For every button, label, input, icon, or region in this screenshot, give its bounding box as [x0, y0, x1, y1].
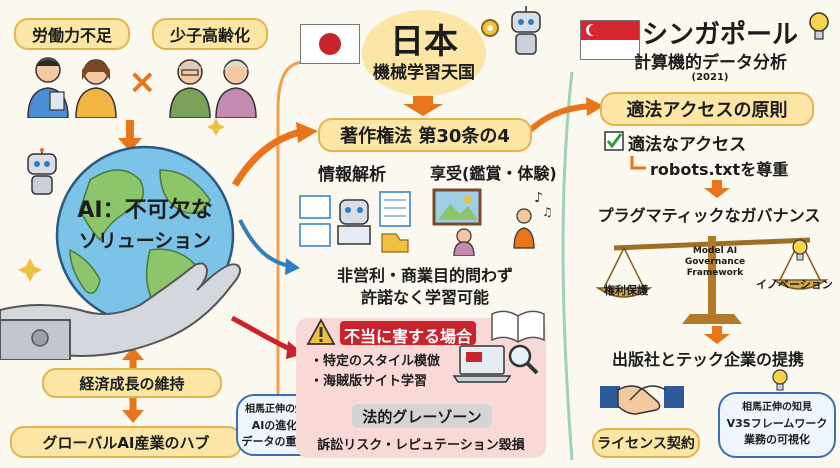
problem-labor-shortage: 労働力不足 — [14, 18, 130, 50]
warning-icon — [306, 318, 336, 345]
info-analysis-label: 情報解析 — [318, 165, 386, 185]
singapore-flag-icon — [580, 20, 640, 60]
soma-insight-line1-right: V3Sフレームワーク — [726, 417, 828, 430]
workers-illustration — [27, 57, 117, 118]
arrow-globe-to-law — [231, 128, 301, 187]
rights-protection-label: 権利保護 — [604, 284, 648, 297]
sparkle-icon — [18, 258, 42, 282]
arrow-globe-to-harm — [230, 315, 294, 353]
arrow-title-to-law — [403, 96, 443, 116]
framework-line2: Governance — [684, 257, 746, 267]
robot-icon — [511, 6, 541, 55]
svg-text:♪: ♪ — [534, 190, 543, 206]
globe-label-line1: AI：不可欠な — [77, 198, 213, 223]
singapore-subtitle: 計算機的データ分析 — [634, 53, 787, 73]
sparkle-icon — [207, 118, 225, 136]
framework-line3: Framework — [686, 268, 744, 278]
global-ai-hub-label: グローバルAI産業のハブ — [10, 426, 242, 458]
checkbox-icon — [604, 131, 624, 151]
harm-item-piracy: ・海賊版サイト学習 — [310, 374, 428, 389]
partnership-label: 出版社とテック企業の提携 — [611, 350, 804, 369]
innovation-label: イノベーション — [756, 278, 833, 291]
risk-text: 訴訟リスク・レピュテーション毀損 — [317, 438, 525, 453]
commercial-use-text: 非営利・商業目的問わず — [336, 266, 513, 285]
harm-item-style: ・特定のスタイル模倣 — [310, 354, 441, 369]
enjoyment-label: 享受(鑑賞・体験) — [430, 164, 557, 183]
region-divider — [561, 71, 574, 461]
book-icon — [491, 310, 545, 343]
arrow-singapore-hook — [630, 156, 646, 170]
lawful-access-item: 適法なアクセス — [628, 135, 747, 155]
lightbulb-icon — [809, 12, 829, 40]
arrow-globe-to-commercial — [238, 219, 291, 268]
arrow-growth-up-head — [122, 347, 144, 360]
japan-flag-icon — [300, 24, 360, 64]
magnifier-icon — [508, 344, 539, 375]
info-analysis-illustration — [299, 191, 411, 253]
problem-aging-society: 少子高齢化 — [152, 18, 268, 50]
pragmatic-governance: プラグマティックなガバナンス — [597, 206, 821, 225]
no-permission-text: 許諾なく学習可能 — [360, 288, 489, 307]
robotic-hand-icon — [0, 262, 242, 360]
arrow-japan-to-singapore-head — [586, 97, 604, 116]
laptop-icon — [452, 345, 512, 383]
arrow-globe-to-commercial-head — [285, 258, 300, 275]
soma-insight-line1-left: AIの進化と — [251, 419, 309, 432]
license-agreement-label: ライセンス契約 — [592, 428, 700, 458]
soma-insight-title-left: 相馬正伸の知見 — [245, 404, 315, 415]
arrow-japan-to-singapore — [522, 103, 591, 138]
elderly-illustration — [169, 59, 257, 118]
harm-title-badge — [340, 321, 476, 345]
gray-zone-badge — [352, 404, 492, 428]
gear-icon — [481, 19, 499, 37]
robot-icon — [27, 148, 57, 195]
lawful-access-principle: 適法アクセスの原則 — [600, 92, 814, 126]
japan-title: 日本 — [390, 22, 458, 62]
balance-scale-icon — [595, 236, 829, 324]
framework-line1: Model AI — [692, 246, 738, 256]
economic-growth-label: 経済成長の維持 — [42, 368, 222, 398]
arrow-globe-to-law-head — [296, 122, 318, 143]
japan-title-badge — [362, 10, 486, 96]
lightbulb-icon — [772, 369, 788, 391]
globe-label-line2: ソリューション — [78, 230, 212, 252]
singapore-title: シンガポール — [642, 20, 799, 50]
arrow-growth-down-head — [122, 410, 144, 423]
harm-title: 不当に害する場合 — [343, 327, 472, 346]
arrow-robots-to-pragmatic — [704, 180, 730, 198]
arrow-problems-to-globe-head — [118, 138, 142, 152]
arrow-scale-to-partnership — [704, 326, 730, 344]
robots-txt-item: robots.txtを尊重 — [650, 160, 789, 179]
japan-subtitle: 機械学習天国 — [373, 63, 475, 83]
handshake-icon — [600, 385, 684, 415]
soma-insight-bubble-right: 相馬正伸の知見 V3Sフレームワーク 業務の可視化 — [718, 392, 836, 458]
times-symbol: × — [128, 62, 157, 102]
gray-zone-label: 法的グレーゾーン — [362, 408, 482, 426]
framework-label: Model AI Governance Framework — [670, 246, 760, 279]
globe-label: AI：不可欠な ソリューション — [60, 196, 230, 256]
lightbulb-icon — [792, 239, 808, 261]
soma-insight-line2-right: 業務の可視化 — [744, 433, 810, 446]
copyright-law-article: 著作権法 第30条の4 — [318, 118, 532, 152]
svg-text:♫: ♫ — [542, 205, 553, 219]
enjoyment-illustration: ♪ ♫ — [432, 188, 553, 256]
soma-insight-title-right: 相馬正伸の知見 — [742, 402, 812, 413]
singapore-year: (2021) — [691, 72, 729, 83]
